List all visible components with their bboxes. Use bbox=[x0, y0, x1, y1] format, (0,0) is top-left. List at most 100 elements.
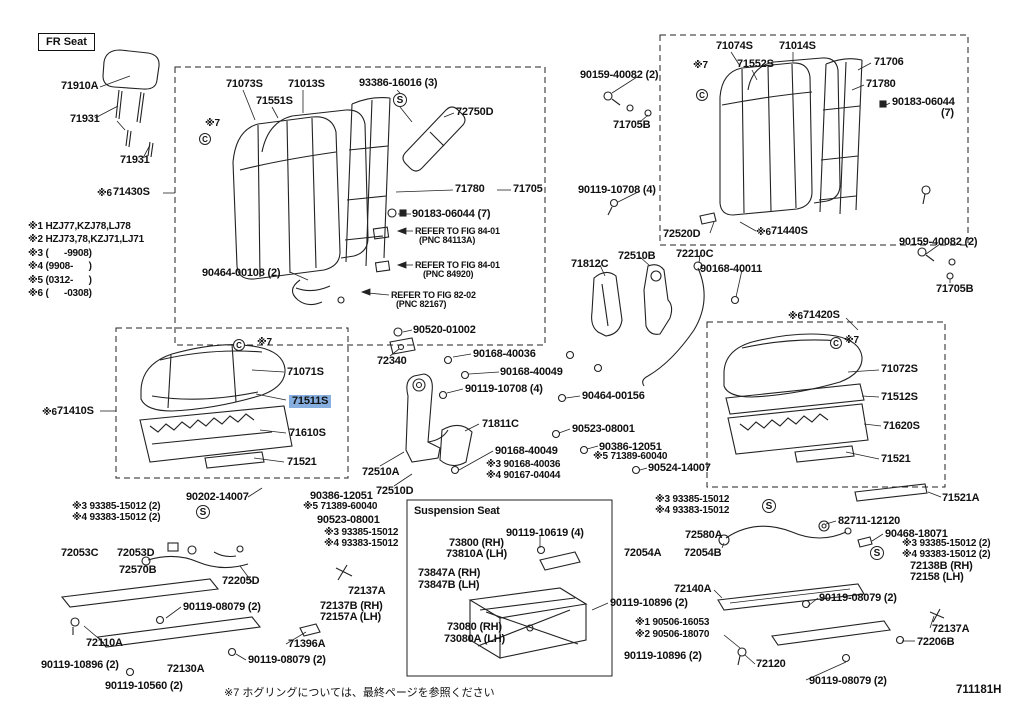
part-label: 73800 (RH) bbox=[449, 537, 504, 549]
legend-note: ※6 ( -0308) bbox=[28, 288, 92, 299]
part-label: (7) bbox=[941, 107, 954, 119]
part-label: 71610S bbox=[289, 427, 326, 439]
part-label: 71521 bbox=[287, 456, 317, 468]
part-label: REFER TO FIG 84-01 bbox=[415, 226, 500, 236]
part-label: ※5 71389-60040 bbox=[593, 451, 668, 462]
part-label: 72580A bbox=[685, 529, 723, 541]
part-label: ※3 93385-15012 (2) bbox=[72, 501, 161, 512]
part-label: 82711-12120 bbox=[838, 515, 901, 527]
legend-note: ※1 HZJ77,KZJ78,LJ78 bbox=[28, 221, 131, 232]
hardware-art bbox=[399, 91, 956, 373]
part-label: 72157A (LH) bbox=[320, 611, 381, 623]
part-label: 73080A (LH) bbox=[444, 633, 505, 645]
part-label: 90119-10708 (4) bbox=[465, 383, 543, 395]
part-label: 90119-08079 (2) bbox=[183, 601, 261, 613]
part-label: ※6 bbox=[97, 188, 112, 199]
part-label: 72053D bbox=[117, 547, 155, 559]
corner-label: FR Seat bbox=[38, 33, 95, 51]
suspension-seat-art bbox=[468, 545, 588, 659]
part-label: ※7 bbox=[693, 60, 708, 71]
part-label: 71705B bbox=[936, 283, 974, 295]
part-label: 72510D bbox=[376, 485, 414, 497]
part-label: 71014S bbox=[779, 40, 816, 52]
seatback-center-art bbox=[232, 97, 466, 355]
cushion-left-art bbox=[139, 343, 293, 469]
part-label: 71420S bbox=[803, 309, 840, 321]
part-label: 73810A (LH) bbox=[446, 548, 507, 560]
part-label: 71410S bbox=[57, 405, 94, 417]
part-label: 72053C bbox=[61, 547, 99, 559]
part-label: 90159-40082 (2) bbox=[580, 69, 659, 81]
circled-letter-s: S bbox=[196, 505, 210, 519]
part-label: ※7 bbox=[205, 118, 220, 129]
recliner-art bbox=[405, 261, 705, 475]
part-label: 71812C bbox=[571, 258, 609, 270]
legend-note: ※3 ( -9908) bbox=[28, 248, 92, 259]
part-label: 72510A bbox=[362, 466, 400, 478]
circled-letter-s: S bbox=[762, 499, 776, 513]
part-label: ※7 bbox=[257, 337, 272, 348]
part-label: (PNC 82167) bbox=[396, 299, 447, 309]
part-label: 71705B bbox=[613, 119, 651, 131]
part-label: 72054A bbox=[624, 547, 662, 559]
circled-letter-s: S bbox=[870, 546, 884, 560]
part-label: 90119-10619 (4) bbox=[506, 527, 584, 539]
part-label: 71396A bbox=[288, 638, 326, 650]
part-label: 72054B bbox=[684, 547, 722, 559]
part-label: 90464-00156 bbox=[582, 390, 645, 402]
part-label: 71440S bbox=[771, 225, 808, 237]
part-label: 90119-10708 (4) bbox=[578, 184, 656, 196]
part-label: 90202-14007 bbox=[186, 491, 249, 503]
part-label: 72130A bbox=[167, 663, 205, 675]
part-label: 71931 bbox=[120, 154, 150, 166]
part-label: 72138B (RH) bbox=[910, 560, 973, 572]
part-label: (PNC 84113A) bbox=[419, 235, 476, 245]
part-label: (PNC 84920) bbox=[423, 269, 474, 279]
group-boxes bbox=[115, 34, 969, 677]
part-label: 72520D bbox=[663, 228, 701, 240]
part-label: 90523-08001 bbox=[572, 423, 635, 435]
headrest-art bbox=[102, 49, 160, 158]
part-label: 71521A bbox=[942, 492, 980, 504]
part-label: 90159-40082 (2) bbox=[899, 236, 978, 248]
part-label: 71074S bbox=[716, 40, 753, 52]
circled-letter-s: S bbox=[393, 93, 407, 107]
circled-letter-c: C bbox=[696, 89, 708, 101]
part-label: 90464-00108 (2) bbox=[202, 267, 281, 279]
circled-letter-c: C bbox=[233, 339, 245, 351]
part-label: ※6 bbox=[42, 407, 57, 418]
part-label: ※3 93385-15012 bbox=[324, 527, 399, 538]
part-label: 73847A (RH) bbox=[418, 567, 481, 579]
legend-note: ※4 (9908- ) bbox=[28, 261, 92, 272]
part-label: 90168-40036 bbox=[473, 348, 536, 360]
part-label: ※1 90506-16053 bbox=[635, 617, 710, 628]
part-label: 71072S bbox=[881, 363, 918, 375]
part-label: 72110A bbox=[86, 637, 123, 649]
part-label: 90119-10896 (2) bbox=[624, 650, 702, 662]
part-label: 72205D bbox=[222, 575, 260, 587]
seatback-right-art bbox=[719, 57, 931, 216]
part-label: 71931 bbox=[70, 113, 100, 125]
part-label: 90119-10560 (2) bbox=[105, 680, 183, 692]
legend-note: ※5 (0312- ) bbox=[28, 275, 92, 286]
part-label: REFER TO FIG 82-02 bbox=[391, 290, 476, 300]
part-label: 71073S bbox=[226, 78, 263, 90]
part-label: ※3 93385-15012 (2) bbox=[902, 538, 991, 549]
part-label: 72510B bbox=[618, 250, 656, 262]
part-label: 71551S bbox=[256, 95, 293, 107]
doc-number: 711181H bbox=[956, 684, 1002, 696]
part-label: 90183-06044 (7) bbox=[412, 208, 491, 220]
part-label: ※4 93383-15012 bbox=[324, 538, 399, 549]
part-label: 90119-08079 (2) bbox=[248, 654, 326, 666]
part-label: 72750D bbox=[456, 106, 494, 118]
part-label: 90119-10896 (2) bbox=[41, 659, 119, 671]
part-label: 90183-06044 bbox=[892, 96, 955, 108]
part-label: 90386-12051 bbox=[599, 441, 662, 453]
rails-right-art bbox=[717, 520, 945, 666]
part-label: 71521 bbox=[881, 453, 911, 465]
part-label: ※7 bbox=[844, 335, 859, 346]
part-label: 71430S bbox=[113, 186, 150, 198]
part-label: 71705 bbox=[513, 183, 543, 195]
